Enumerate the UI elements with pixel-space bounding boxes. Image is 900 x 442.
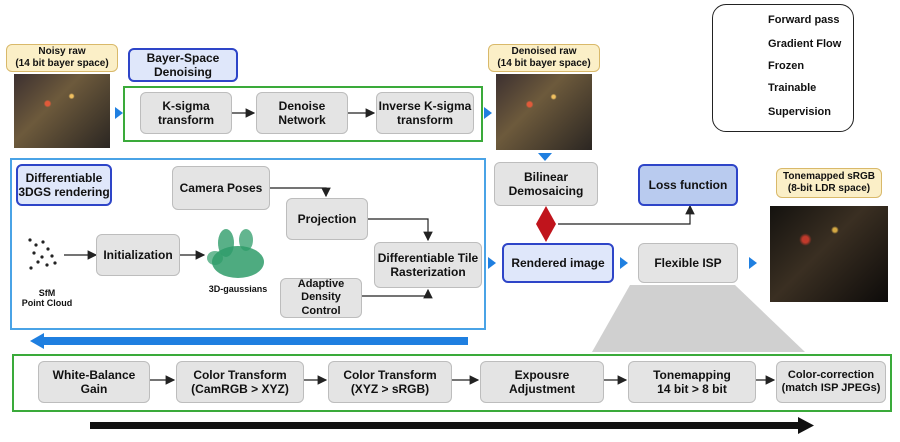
arrow-supervision-to-loss [558,204,695,225]
loss-function-box: Loss function [638,164,738,206]
initialization-box: Initialization [96,234,180,276]
arrow-projection-to-raster [368,218,433,242]
inverse-k-sigma-box: Inverse K-sigma transform [376,92,474,134]
legend-trainable-label: Trainable [768,82,817,94]
bayer-denoising-label: Bayer-Space Denoising [128,48,238,82]
arrow-camera-to-projection [270,187,331,198]
arrow-raw-to-demosaic [538,153,552,161]
denoised-raw-image [496,74,592,150]
gradient-flow-head [30,333,44,349]
supervision-diamond [536,206,556,242]
tonemapping-box: Tonemapping 14 bit > 8 bit [628,361,756,403]
isp-expansion-funnel [592,285,805,352]
color-correction-box: Color-correction (match ISP JPEGs) [776,361,886,403]
white-balance-box: White-Balance Gain [38,361,150,403]
denoised-raw-label: Denoised raw (14 bit bayer space) [488,44,600,72]
tile-rasterization-box: Differentiable Tile Rasterization [374,242,482,288]
sfm-label: SfM Point Cloud [21,288,73,308]
gaussians-icon [207,229,264,278]
arrow-rendered-to-isp [620,257,628,269]
noisy-raw-label: Noisy raw (14 bit bayer space) [6,44,118,72]
forward-pass-head [798,417,814,434]
arrow-adc-to-raster [362,288,433,299]
tonemapped-srgb-label: Tonemapped sRGB (8-bit LDR space) [776,168,882,198]
legend-forward-label: Forward pass [768,14,840,26]
noisy-raw-image [14,74,110,148]
legend-panel [712,4,854,132]
adaptive-density-box: Adaptive Density Control [280,278,362,318]
gaussians-label: 3D-gaussians [208,284,268,294]
denoise-network-box: Denoise Network [256,92,348,134]
gradient-flow-bar [44,337,468,345]
bayer-denoising-frame [123,86,483,142]
arrow-noisy-to-denoising [115,107,123,119]
color-transform-1-box: Color Transform (CamRGB > XYZ) [176,361,304,403]
legend-gradient-label: Gradient Flow [768,38,842,50]
projection-box: Projection [286,198,368,240]
bilinear-demosaicing-box: Bilinear Demosaicing [494,162,598,206]
k-sigma-box: K-sigma transform [140,92,232,134]
rendered-image-box: Rendered image [502,243,614,283]
exposure-adjustment-box: Expousre Adjustment [480,361,604,403]
arrow-raster-to-rendered [488,257,496,269]
color-transform-2-box: Color Transform (XYZ > sRGB) [328,361,452,403]
arrow-isp-to-output [749,257,757,269]
forward-pass-bar [90,422,800,429]
diff-3dgs-frame [10,158,486,330]
isp-pipeline-frame [12,354,892,412]
flexible-isp-box: Flexible ISP [638,243,738,283]
diff-3dgs-label: Differentiable 3DGS rendering [16,164,112,206]
camera-poses-box: Camera Poses [172,166,270,210]
tonemapped-srgb-image [770,206,888,302]
sfm-point-cloud-icon [28,238,57,270]
legend-frozen-label: Frozen [768,60,805,72]
legend-supervision-label: Supervision [768,106,831,118]
arrow-denoising-to-raw [484,107,492,119]
